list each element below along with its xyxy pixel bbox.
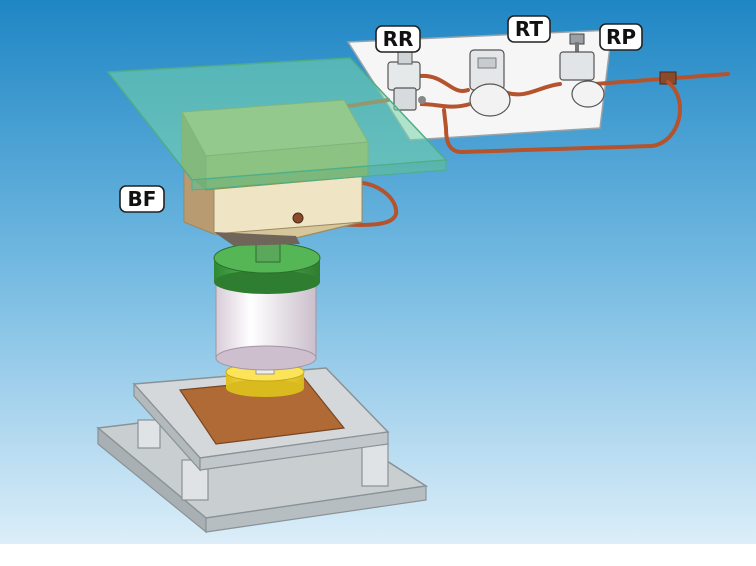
bottom-white-strip xyxy=(0,544,756,566)
svg-text:RT: RT xyxy=(515,17,544,41)
regulator-rr-icon xyxy=(387,51,426,111)
pneumatic-cylinder xyxy=(213,234,321,371)
label-rr: RR xyxy=(375,25,421,53)
regulator-rp-icon xyxy=(559,33,605,108)
label-rp: RP xyxy=(599,23,643,51)
return-tubing xyxy=(442,80,682,155)
block-fitting xyxy=(292,212,304,224)
regulator-panel xyxy=(346,29,730,141)
label-rt: RT xyxy=(507,15,551,43)
svg-text:RR: RR xyxy=(383,27,414,51)
support-frame xyxy=(96,367,429,534)
svg-text:BF: BF xyxy=(128,187,157,211)
label-bf: BF xyxy=(119,185,165,213)
svg-text:RP: RP xyxy=(606,25,636,49)
regulator-rt-icon xyxy=(469,49,511,117)
